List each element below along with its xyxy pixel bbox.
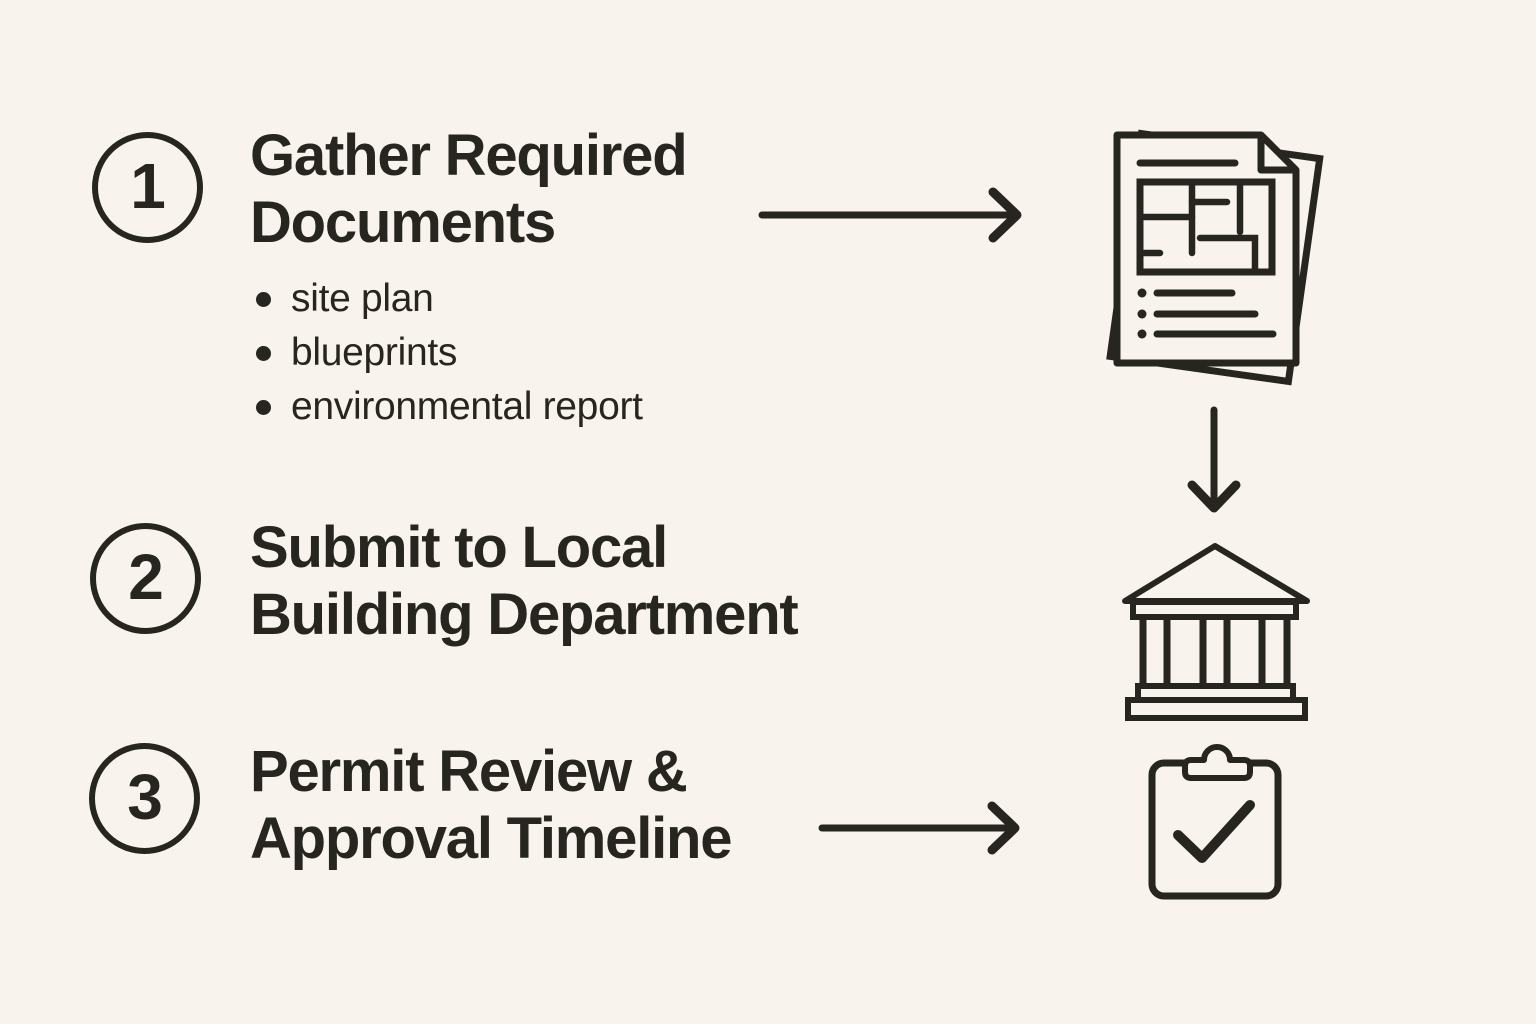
step-title-line: Approval Timeline [250, 806, 733, 871]
step-title: Gather Required Documents [250, 122, 688, 256]
step-number-badge: 1 [92, 132, 203, 243]
checkmark-icon [1173, 800, 1255, 863]
clipboard-clip [1182, 744, 1253, 781]
required-documents-list: site plan blueprints environmental repor… [250, 272, 643, 434]
arrow-right-icon [758, 187, 1022, 243]
folded-corner [1257, 135, 1296, 174]
wall-line [1196, 234, 1259, 276]
step-title-line: Documents [250, 190, 556, 255]
base-step [1125, 697, 1308, 721]
step-title: Permit Review & Approval Timeline [250, 738, 733, 872]
blueprint-documents-icon [1106, 129, 1324, 386]
clipboard-body [1148, 759, 1282, 900]
arrow-right-icon [818, 801, 1020, 855]
clipboard-checkmark-icon [1148, 744, 1282, 900]
government-building-icon [1122, 543, 1310, 721]
step-number: 3 [127, 760, 163, 833]
list-item: environmental report [250, 380, 643, 434]
list-dot [1137, 288, 1147, 298]
step-number-badge: 3 [89, 743, 200, 854]
step-title-line: Gather Required [250, 123, 688, 188]
step-number: 2 [128, 540, 164, 613]
arrow-head [1187, 480, 1241, 513]
list-dot [1137, 329, 1147, 339]
arrow-head [987, 801, 1020, 855]
document-text-lines [1137, 288, 1277, 339]
arrow-head [988, 187, 1022, 243]
list-item: blueprints [250, 326, 643, 380]
step-number: 1 [130, 149, 166, 222]
entablature [1130, 599, 1299, 620]
floor-plan-frame [1136, 178, 1276, 276]
step-title: Submit to Local Building Department [250, 514, 799, 648]
list-item: site plan [250, 272, 643, 326]
step-number-badge: 2 [90, 523, 201, 634]
step-title-line: Permit Review & [250, 739, 688, 804]
floor-plan-drawing [1136, 178, 1276, 276]
arrow-down-icon [1187, 406, 1241, 513]
pediment [1122, 543, 1310, 604]
front-page [1113, 131, 1300, 367]
list-dot [1137, 309, 1147, 319]
step-title-line: Building Department [250, 582, 799, 647]
step-title-line: Submit to Local [250, 515, 668, 580]
columns [1139, 617, 1291, 686]
